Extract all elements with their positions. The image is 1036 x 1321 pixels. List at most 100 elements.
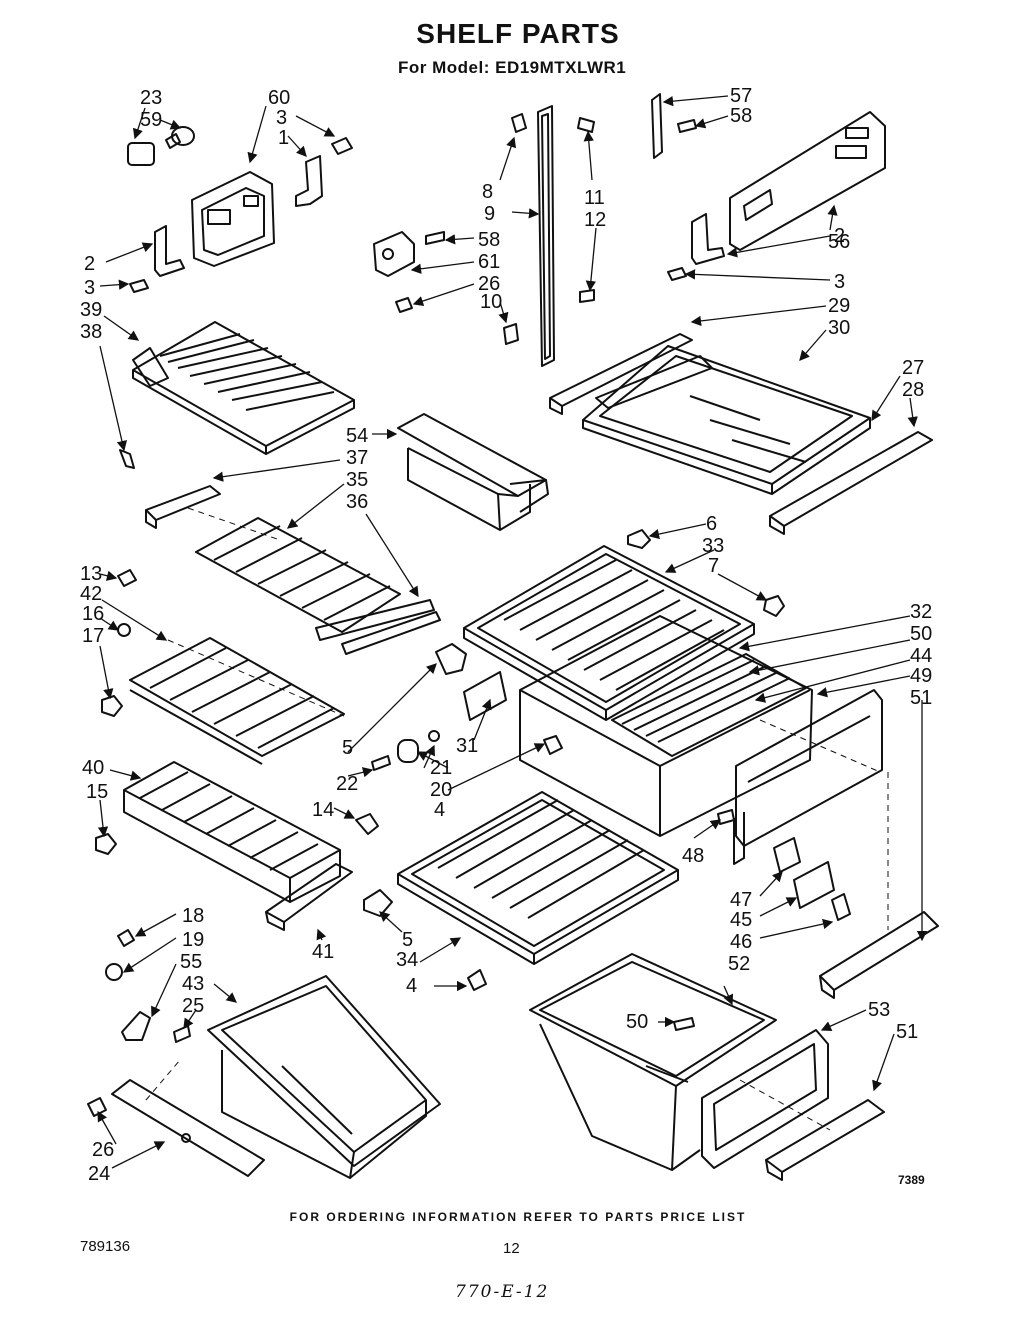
callout-33: 33	[702, 535, 724, 557]
leader-lines	[97, 95, 928, 1169]
callout-5: 5	[342, 737, 353, 759]
wire-basket-part-40	[95, 761, 341, 903]
misc-small-parts	[105, 929, 191, 1043]
callout-17: 17	[82, 625, 104, 647]
light-bulb-part	[127, 126, 195, 166]
ordering-footer: FOR ORDERING INFORMATION REFER TO PARTS …	[289, 1210, 747, 1224]
callout-36: 36	[346, 491, 368, 513]
callout-53: 53	[868, 999, 890, 1021]
callout-27: 27	[902, 357, 924, 379]
callout-12: 12	[584, 209, 606, 231]
cover-plate-part	[729, 111, 886, 251]
bracket-part-left	[129, 225, 185, 293]
callout-3: 3	[84, 277, 95, 299]
callout-7: 7	[708, 555, 719, 577]
document-number: 789136	[80, 1238, 131, 1255]
callout-55: 55	[180, 951, 202, 973]
callout-32: 32	[910, 601, 932, 623]
callout-3: 3	[834, 271, 845, 293]
door-bin-part	[397, 413, 549, 531]
callout-20: 20	[430, 779, 452, 801]
callout-26: 26	[478, 273, 500, 295]
callout-59: 59	[140, 109, 162, 131]
callout-25: 25	[182, 995, 204, 1017]
shelf-rail-part-29	[549, 333, 693, 415]
support-part-31	[435, 529, 785, 721]
drawing-number: 7389	[898, 1173, 925, 1187]
callout-19: 19	[182, 929, 204, 951]
callout-61: 61	[478, 251, 500, 273]
callout-4: 4	[406, 975, 417, 997]
callout-37: 37	[346, 447, 368, 469]
drawer-rail-part-51a	[819, 911, 939, 999]
callout-22: 22	[336, 773, 358, 795]
page-number: 12	[503, 1240, 520, 1257]
upper-left-shelf-part	[119, 321, 355, 469]
trim-part-37	[145, 485, 221, 529]
clip-part-1	[295, 137, 353, 207]
vertical-rail-part	[503, 105, 595, 367]
callout-1: 1	[278, 127, 289, 149]
callout-40: 40	[82, 757, 104, 779]
callout-24: 24	[88, 1163, 110, 1185]
callout-51: 51	[910, 687, 932, 709]
callout-34: 34	[396, 949, 418, 971]
callout-8: 8	[482, 181, 493, 203]
light-shield-part	[191, 171, 275, 267]
callout-39: 39	[80, 299, 102, 321]
callout-3: 3	[276, 107, 287, 129]
callout-23: 23	[140, 87, 162, 109]
callout-28: 28	[902, 379, 924, 401]
crisper-drawer-part-49	[519, 615, 883, 847]
callout-10: 10	[480, 291, 502, 313]
callout-21: 21	[430, 757, 452, 779]
lower-shelf-part-34	[355, 791, 679, 991]
callout-14: 14	[312, 799, 334, 821]
callout-50: 50	[626, 1011, 648, 1033]
callout-2: 2	[84, 253, 95, 275]
crisper-front-part-53	[701, 1029, 829, 1169]
callout-9: 9	[484, 203, 495, 225]
callout-2: 2	[834, 225, 845, 247]
callout-18: 18	[182, 905, 204, 927]
assembly-lines	[145, 507, 889, 1131]
callout-46: 46	[730, 931, 752, 953]
pan-support-part-24	[87, 1079, 265, 1177]
callout-58: 58	[478, 229, 500, 251]
page-title: SHELF PARTS	[416, 18, 620, 49]
callout-56: 56	[828, 231, 850, 253]
trim-part-41	[265, 863, 353, 931]
callout-26: 26	[92, 1139, 114, 1161]
glass-shelf-part-30	[582, 345, 871, 495]
callout-5: 5	[402, 929, 413, 951]
model-line: For Model: ED19MTXLWR1	[398, 58, 627, 77]
callout-57: 57	[730, 85, 752, 107]
callout-54: 54	[346, 425, 368, 447]
callout-43: 43	[182, 973, 204, 995]
handwritten-note: 770-E-12	[455, 1282, 550, 1302]
callout-47: 47	[730, 889, 752, 911]
callout-51: 51	[896, 1021, 918, 1043]
crisper-shelf-part-33	[463, 545, 755, 721]
callout-30: 30	[828, 317, 850, 339]
callout-60: 60	[268, 87, 290, 109]
callout-41: 41	[312, 941, 334, 963]
callout-11: 11	[584, 187, 605, 209]
callout-4: 4	[434, 799, 445, 821]
callout-45: 45	[730, 909, 752, 931]
callout-38: 38	[80, 321, 102, 343]
shelf-support-part	[373, 231, 445, 313]
callout-49: 49	[910, 665, 932, 687]
callout-6: 6	[706, 513, 717, 535]
roller-parts	[371, 730, 563, 771]
callout-15: 15	[86, 781, 108, 803]
callout-48: 48	[682, 845, 704, 867]
callout-50: 50	[910, 623, 932, 645]
callout-29: 29	[828, 295, 850, 317]
wire-shelf-part-42	[101, 569, 345, 765]
callout-52: 52	[728, 953, 750, 975]
callout-31: 31	[456, 735, 478, 757]
callout-35: 35	[346, 469, 368, 491]
callout-labels: 23 59 60 3 1 2 3 39 38 8 9 11 12 58 61 2…	[80, 85, 932, 1185]
